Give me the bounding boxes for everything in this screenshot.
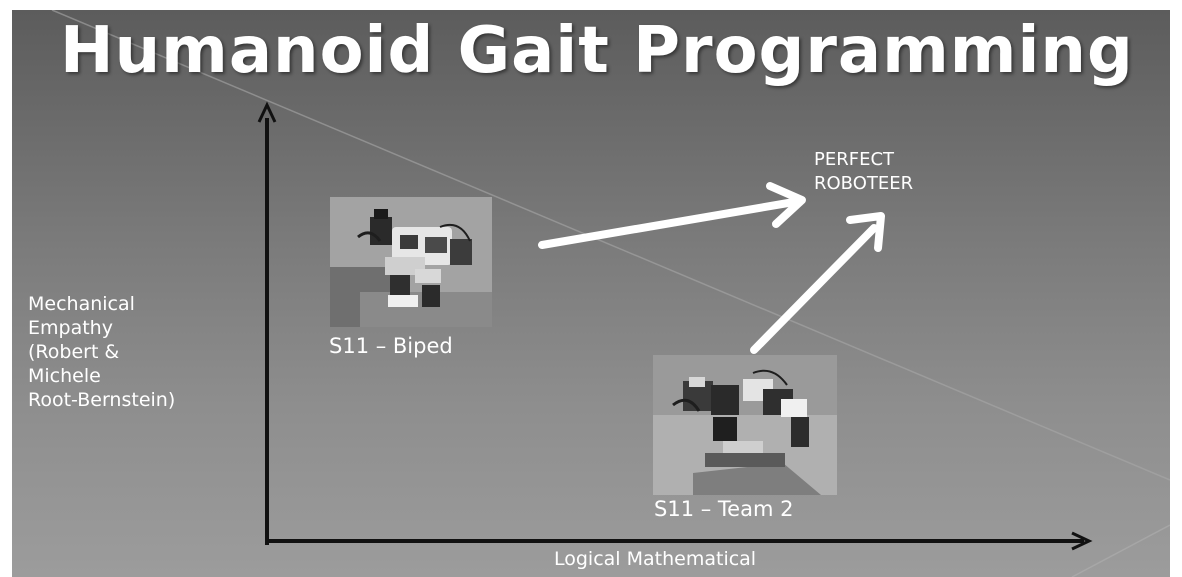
x-axis-arrowhead-icon (1071, 531, 1093, 551)
diagram-canvas (257, 101, 1093, 551)
perfect-roboteer-label-line: ROBOTEER (814, 173, 914, 194)
arrow-team2-to-roboteer (750, 212, 885, 354)
perfect-roboteer-label-line: PERFECT (814, 149, 895, 170)
team2-caption: S11 – Team 2 (654, 497, 794, 521)
y-axis-label-line: Michele (28, 365, 101, 387)
y-axis-label-line: (Robert & (28, 341, 120, 363)
y-axis-label-line: Mechanical (28, 293, 135, 315)
x-axis-label: Logical Mathematical (554, 548, 757, 570)
biped-caption: S11 – Biped (329, 334, 453, 358)
team2-robot-photo (653, 355, 837, 495)
y-axis-label-line: Empathy (28, 317, 113, 339)
biped-robot-photo (330, 197, 492, 327)
y-axis-label: Mechanical Empathy (Robert & Michele Roo… (28, 292, 258, 412)
slide-title: Humanoid Gait Programming (60, 14, 1134, 88)
team2-robot-icon (653, 355, 837, 495)
slide: Humanoid Gait Programming Mechan (12, 10, 1170, 577)
y-axis-arrowhead-icon (257, 101, 277, 123)
y-axis (257, 101, 277, 545)
x-axis (267, 531, 1093, 551)
arrow-biped-to-roboteer (538, 182, 806, 249)
background-diagonal-line (51, 10, 1170, 577)
perfect-roboteer-label: PERFECT ROBOTEER (814, 148, 913, 196)
y-axis-label-line: Root-Bernstein) (28, 389, 176, 411)
biped-robot-icon (330, 197, 492, 327)
